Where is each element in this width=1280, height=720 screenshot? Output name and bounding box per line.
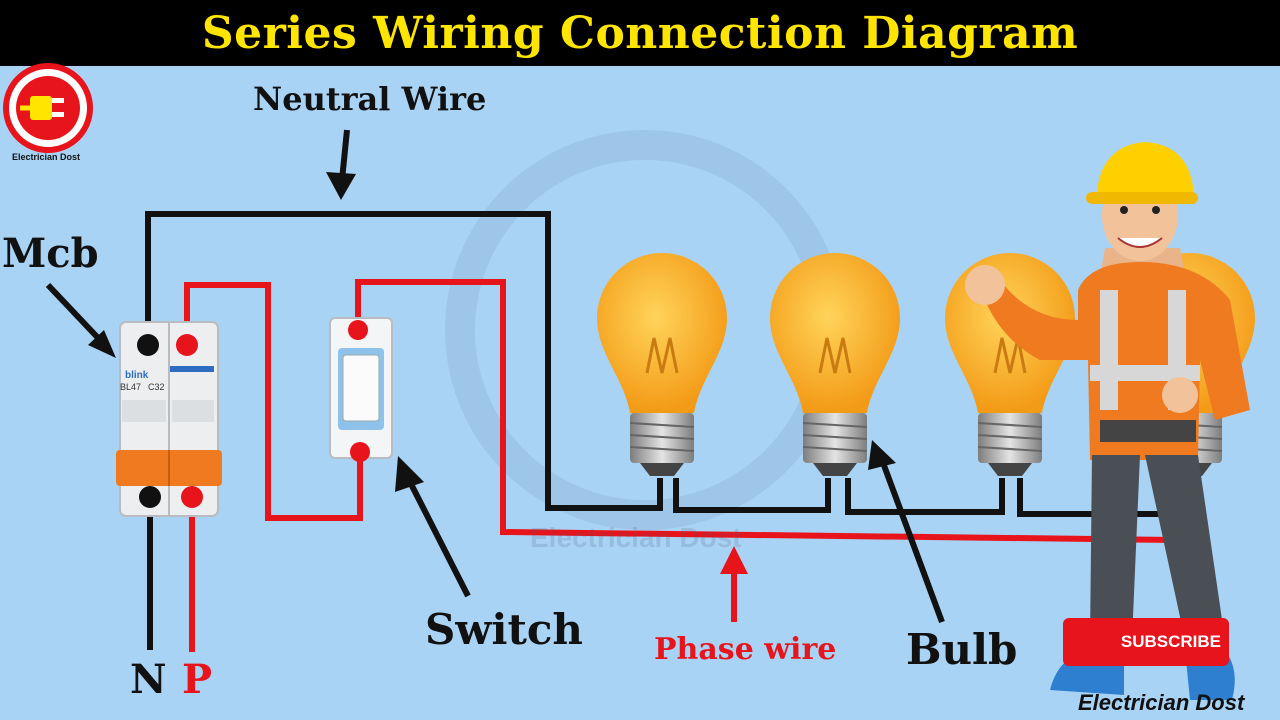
arrow-icon bbox=[45, 282, 116, 358]
neutral-wire-bulb-link bbox=[845, 478, 1005, 515]
neutral-wire-bulb-link bbox=[673, 478, 831, 513]
subscribe-button[interactable]: SUBSCRIBE bbox=[1063, 618, 1229, 666]
mcb-rating: C32 bbox=[148, 382, 165, 392]
footer-brand: Electrician Dost bbox=[1078, 690, 1245, 715]
switch-label: Switch bbox=[425, 605, 583, 654]
bulb-icon bbox=[595, 251, 729, 478]
mcb-label: Mcb bbox=[2, 230, 99, 277]
title-banner: Series Wiring Connection Diagram bbox=[0, 0, 1280, 66]
phase-wire-label: Phase wire bbox=[654, 632, 837, 667]
logo-icon bbox=[3, 63, 93, 153]
arrow-icon bbox=[720, 546, 748, 622]
neutral-terminal-label: N bbox=[130, 656, 167, 703]
mcb-breaker: blink BL47 C32 bbox=[116, 321, 222, 517]
phase-wire-switch-to-bulbs bbox=[355, 279, 1181, 543]
worker-illustration bbox=[965, 142, 1250, 700]
arrow-icon bbox=[868, 440, 945, 624]
mcb-brand: blink bbox=[125, 370, 149, 381]
subscribe-label: SUBSCRIBE bbox=[1120, 632, 1221, 651]
neutral-wire-label: Neutral Wire bbox=[253, 80, 487, 118]
phase-terminal-label: P bbox=[182, 656, 213, 703]
bulb-label: Bulb bbox=[906, 625, 1018, 674]
neutral-wire bbox=[145, 211, 663, 511]
arrow-icon bbox=[326, 129, 356, 200]
bulb-icon bbox=[943, 251, 1077, 478]
logo-caption: Electrician Dost bbox=[12, 152, 81, 162]
arrow-icon bbox=[395, 456, 471, 598]
mcb-model: BL47 bbox=[120, 382, 141, 392]
watermark-text: Electrician Dost bbox=[530, 522, 742, 553]
switch-device bbox=[329, 317, 393, 462]
page-title: Series Wiring Connection Diagram bbox=[201, 7, 1079, 59]
phase-wire-mcb-to-switch bbox=[184, 282, 363, 521]
